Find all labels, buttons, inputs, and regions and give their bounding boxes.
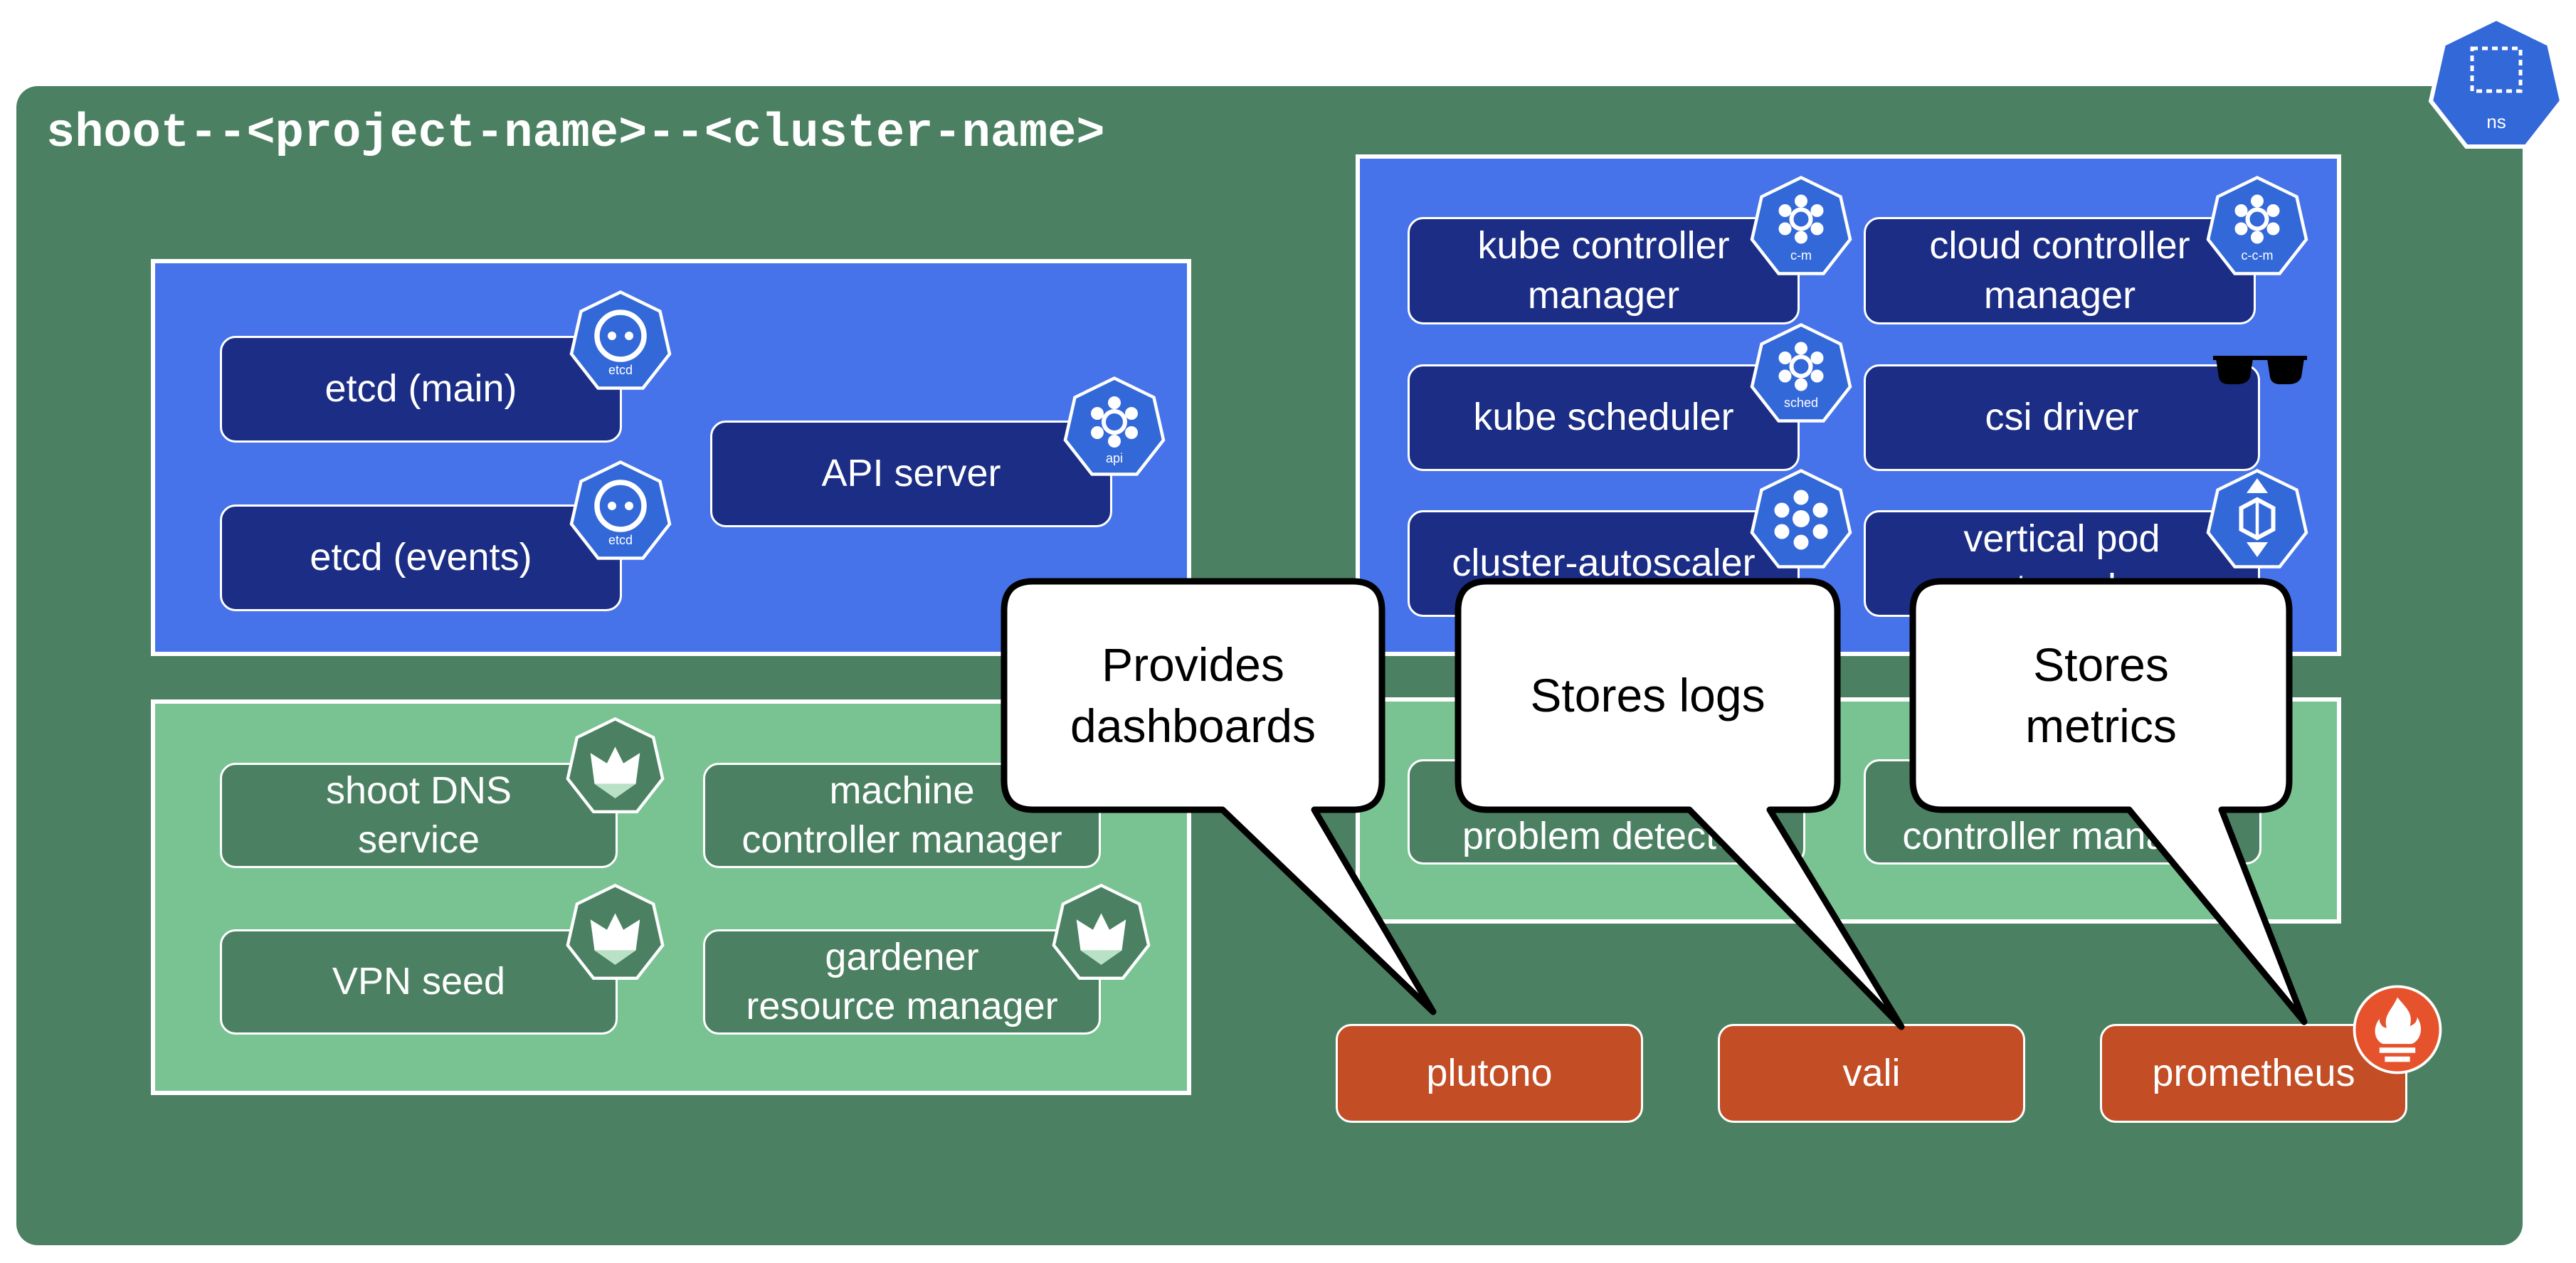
plutono-node: plutono — [1336, 1024, 1643, 1123]
vali-callout-text: Stores logs — [1530, 668, 1765, 722]
etcd-events-icon: etcd — [567, 459, 674, 566]
prometheus-callout-text: Stores metrics — [2025, 638, 2177, 752]
svg-text:c-m: c-m — [1790, 248, 1812, 263]
svg-text:etcd: etcd — [608, 363, 633, 377]
gardener-icon — [564, 882, 667, 985]
prometheus-callout-bubble — [1909, 578, 2308, 1025]
etcd-main-icon: etcd — [567, 289, 674, 396]
shoot-dns-service-node: shoot DNS service — [220, 763, 618, 868]
api-server-node: API server — [710, 421, 1112, 527]
scheduler-icon: sched — [1748, 322, 1854, 428]
svg-text:ns: ns — [2486, 111, 2506, 132]
vertical-pod-autoscaler-icon — [2204, 467, 2311, 574]
api-server-icon: api — [1061, 375, 1168, 482]
plutono-callout-text: Provides dashboards — [1070, 638, 1316, 752]
vali-callout-bubble — [1455, 578, 1905, 1030]
gardener-icon — [564, 716, 667, 819]
prometheus-flame-icon — [2353, 985, 2442, 1074]
sunglasses-icon — [2212, 353, 2308, 389]
svg-text:api: api — [1106, 451, 1123, 465]
svg-text:c-c-m: c-c-m — [2242, 248, 2274, 263]
gardener-icon — [1050, 882, 1153, 985]
svg-text:etcd: etcd — [608, 533, 633, 547]
plutono-callout-bubble — [1001, 578, 1437, 1015]
kube-controller-manager-node: kube controller manager — [1408, 217, 1800, 324]
cloud-controller-manager-icon: c-c-m — [2204, 174, 2311, 281]
etcd-main-node: etcd (main) — [220, 336, 622, 443]
vpn-seed-node: VPN seed — [220, 929, 618, 1035]
namespace-icon: ns — [2425, 14, 2567, 157]
svg-text:sched: sched — [1784, 396, 1818, 410]
csi-driver-node: csi driver — [1864, 364, 2260, 471]
gardener-resource-manager-node: gardener resource manager — [703, 929, 1101, 1035]
cluster-autoscaler-icon — [1748, 467, 1854, 574]
vali-node: vali — [1718, 1024, 2025, 1123]
namespace-title: shoot--<project-name>--<cluster-name> — [46, 107, 1105, 161]
kube-scheduler-node: kube scheduler — [1408, 364, 1800, 471]
controller-manager-icon: c-m — [1748, 174, 1854, 281]
etcd-events-node: etcd (events) — [220, 504, 622, 611]
